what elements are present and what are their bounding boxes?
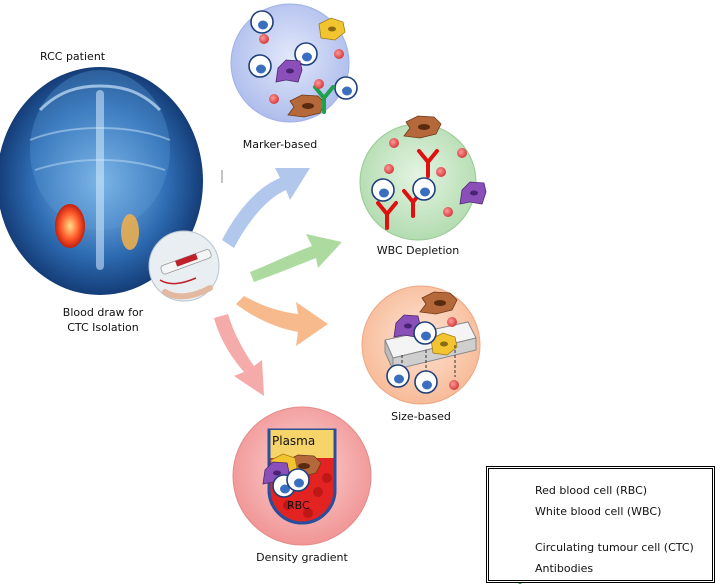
- wbc-depletion-label: WBC Depletion: [376, 244, 460, 257]
- arrow-to-size-based: [236, 296, 328, 346]
- legend-ctc-label: Circulating tumour cell (CTC): [535, 541, 694, 554]
- rbc-tube-label: RBC: [287, 499, 310, 512]
- blood-draw-label-line2: CTC Isolation: [67, 321, 139, 334]
- density-gradient-circle: [232, 406, 372, 546]
- patient-label: RCC patient: [40, 50, 106, 63]
- tumour-kidney-icon: [55, 204, 85, 248]
- arrow-to-marker-based: [222, 168, 310, 248]
- legend-box: Red blood cell (RBC) White blood cell (W…: [486, 466, 715, 583]
- kidney-icon: [121, 214, 139, 250]
- legend-rbc-label: Red blood cell (RBC): [535, 484, 648, 497]
- marker-based-label: Marker-based: [242, 138, 318, 151]
- blood-draw-label-line1: Blood draw for: [62, 306, 144, 319]
- density-gradient-label: Density gradient: [256, 551, 348, 564]
- size-based-circle: [361, 285, 481, 405]
- marker-based-circle: [230, 3, 358, 123]
- arrow-to-density-gradient: [214, 314, 264, 396]
- plasma-layer: [269, 430, 335, 458]
- arrow-to-wbc-depletion: [250, 234, 342, 282]
- legend-wbc-label: White blood cell (WBC): [535, 505, 662, 518]
- legend-antibodies-label: Antibodies: [535, 562, 594, 575]
- wbc-depletion-circle: [359, 115, 487, 241]
- plasma-label: Plasma: [272, 434, 316, 448]
- size-based-label: Size-based: [391, 410, 451, 423]
- patient-body-illustration: [0, 67, 203, 295]
- blood-draw-illustration: [148, 230, 220, 302]
